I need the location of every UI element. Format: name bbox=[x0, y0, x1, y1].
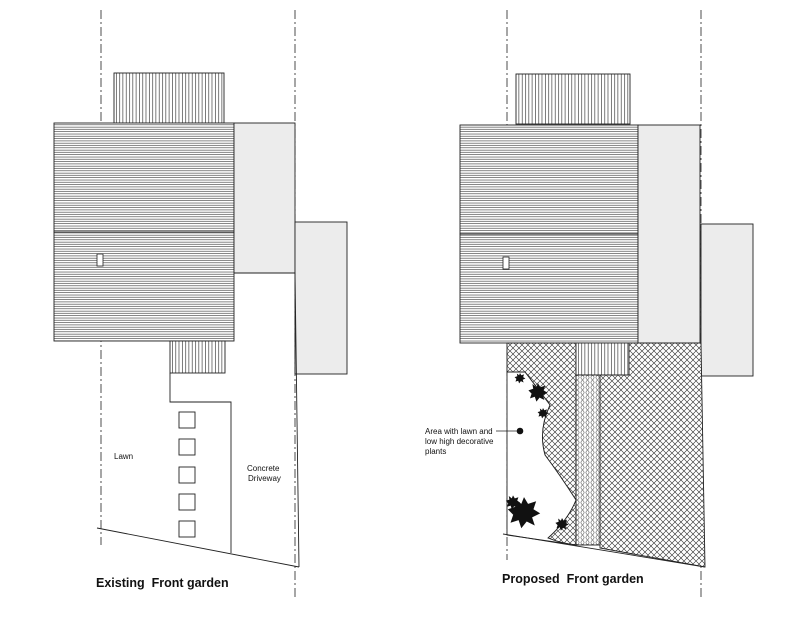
path-outline bbox=[169, 373, 232, 553]
driveway-edge bbox=[234, 272, 300, 568]
rear-extension bbox=[515, 73, 631, 125]
lawn-label: Lawn bbox=[114, 452, 133, 461]
annotation-line-3: plants bbox=[425, 447, 446, 456]
house-roof-lower bbox=[53, 231, 235, 342]
rear-extension bbox=[113, 72, 225, 124]
stepping-stone bbox=[178, 520, 196, 538]
house-roof-upper bbox=[53, 122, 235, 233]
neighbour-building bbox=[700, 223, 754, 377]
annotation-line-2: low high decorative bbox=[425, 437, 494, 446]
stepping-stone bbox=[178, 438, 196, 456]
existing-plan: Lawn Concrete Driveway Existing Front ga… bbox=[53, 10, 348, 600]
house-roof-lower bbox=[459, 233, 639, 344]
house-roof-upper bbox=[459, 124, 639, 235]
porch bbox=[575, 342, 630, 376]
paved-driveway bbox=[599, 342, 706, 568]
driveway-label-line-1: Concrete bbox=[247, 464, 280, 473]
proposed-plan: Area with lawn and low high decorative p… bbox=[425, 10, 754, 600]
driveway-label-line-2: Driveway bbox=[248, 474, 281, 483]
garage bbox=[233, 122, 296, 274]
neighbour-building bbox=[294, 221, 348, 375]
stepping-stone bbox=[178, 493, 196, 511]
annotation-marker bbox=[516, 427, 524, 435]
front-boundary bbox=[96, 527, 300, 568]
porch bbox=[169, 340, 226, 374]
existing-title: Existing Front garden bbox=[96, 576, 229, 590]
annotation-line-1: Area with lawn and bbox=[425, 427, 493, 436]
stepping-stone bbox=[178, 411, 196, 429]
roof-window bbox=[96, 253, 104, 267]
proposed-title: Proposed Front garden bbox=[502, 572, 644, 586]
block-paved-path bbox=[575, 374, 601, 546]
front-boundary bbox=[502, 533, 706, 568]
garage bbox=[637, 124, 701, 344]
stepping-stone bbox=[178, 466, 196, 484]
roof-window bbox=[502, 256, 510, 270]
